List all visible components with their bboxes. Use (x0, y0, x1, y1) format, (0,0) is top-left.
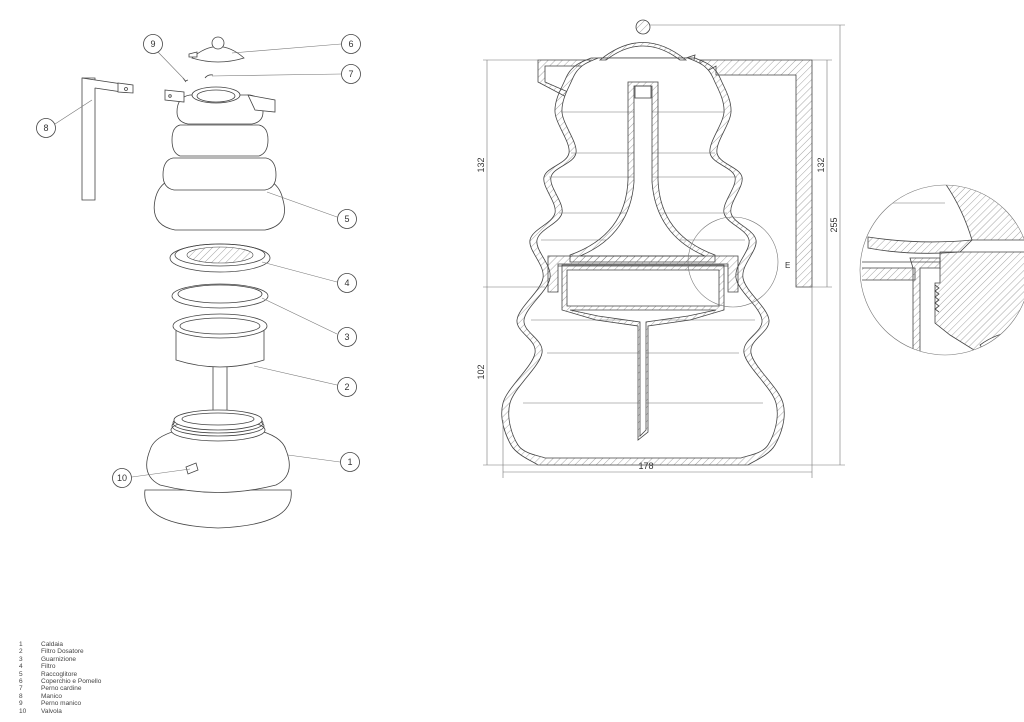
legend-number: 9 (19, 700, 23, 708)
legend-name: Manico (41, 692, 62, 700)
legend-item: 6 Coperchio e Pomello (19, 678, 101, 685)
legend-item: 3 Guarnizione (19, 656, 101, 663)
part-filter-dosator (172, 313, 268, 419)
part-boiler (144, 409, 292, 529)
svg-text:8: 8 (43, 123, 48, 133)
part-collector (153, 86, 285, 231)
legend-name: Perno cardine (41, 685, 82, 693)
legend-item: 7 Perno cardine (19, 685, 101, 692)
dim-total-height: 255 (829, 217, 839, 232)
section-lid (598, 42, 688, 61)
svg-text:5: 5 (344, 214, 349, 224)
svg-text:6: 6 (348, 39, 353, 49)
balloon-2: 2 (337, 377, 357, 397)
part-handle (81, 77, 134, 201)
balloon-3: 3 (337, 327, 357, 347)
balloon-9: 9 (143, 34, 163, 54)
dim-upper-left: 132 (476, 157, 486, 172)
legend-number: 8 (19, 692, 23, 700)
legend-item: 2 Filtro Dosatore (19, 648, 101, 655)
svg-text:3: 3 (344, 332, 349, 342)
part-filter (169, 243, 271, 273)
detail-view-e (859, 184, 1024, 356)
svg-text:4: 4 (344, 278, 349, 288)
legend-number: 10 (19, 707, 27, 715)
legend-name: Perno manico (41, 700, 82, 708)
parts-legend: 1 Caldaia 2 Filtro Dosatore 3 Guarnizione 4 Fil… (19, 641, 101, 715)
legend-number: 4 (19, 663, 23, 671)
legend-number: 5 (19, 670, 23, 678)
legend-name: Guarnizione (41, 655, 77, 663)
section-knob (635, 19, 651, 35)
legend-name: Filtro Dosatore (41, 648, 84, 656)
dimensions: 132 102 132 255 178 (476, 24, 845, 478)
legend-name: Caldaia (41, 641, 64, 648)
legend-number: 7 (19, 685, 23, 693)
dim-upper-right: 132 (816, 157, 826, 172)
legend-name: Valvola (41, 707, 62, 715)
legend-number: 2 (19, 648, 23, 656)
part-hinge-pin (204, 74, 214, 79)
legend-item: 8 Manico (19, 693, 101, 700)
legend-item: 1 Caldaia (19, 641, 101, 648)
exploded-view: 9 6 7 8 5 4 3 2 1 10 (36, 34, 361, 529)
svg-text:9: 9 (150, 39, 155, 49)
legend-item: 5 Raccoglitore (19, 671, 101, 678)
section-view: E (501, 19, 813, 466)
svg-text:7: 7 (348, 69, 353, 79)
svg-text:10: 10 (117, 473, 127, 483)
balloon-1: 1 (340, 452, 360, 472)
balloon-5: 5 (337, 209, 357, 229)
svg-text:1: 1 (347, 457, 352, 467)
legend-item: 9 Perno manico (19, 700, 101, 707)
balloon-10: 10 (112, 468, 132, 488)
balloon-8: 8 (36, 118, 56, 138)
legend-item: 10 Valvola (19, 708, 101, 715)
dim-lower-left: 102 (476, 364, 486, 379)
legend-number: 6 (19, 678, 23, 686)
legend-number: 1 (19, 641, 23, 648)
legend-name: Coperchio e Pomello (41, 678, 102, 686)
part-lid-knob (188, 36, 245, 63)
dim-width: 178 (638, 461, 653, 471)
legend-name: Raccoglitore (41, 670, 78, 678)
balloon-6: 6 (341, 34, 361, 54)
part-gasket (171, 283, 269, 309)
valve-icon (185, 462, 199, 475)
balloon-7: 7 (341, 64, 361, 84)
legend-item: 4 Filtro (19, 663, 101, 670)
balloon-4: 4 (337, 273, 357, 293)
detail-label: E (785, 261, 790, 270)
legend-number: 3 (19, 655, 23, 663)
svg-text:2: 2 (344, 382, 349, 392)
legend-name: Filtro (41, 663, 56, 671)
